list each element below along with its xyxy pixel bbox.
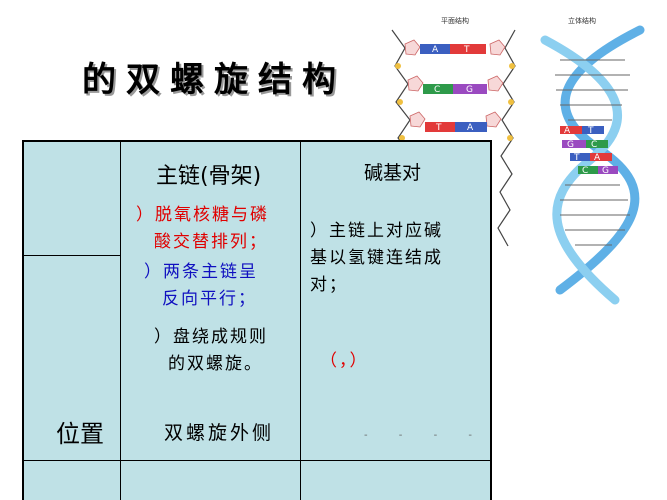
position-main-chain-value: 双螺旋外侧 <box>164 422 275 444</box>
helix-pair2-right: C <box>591 140 597 150</box>
helix-pair1-left: A <box>564 126 571 136</box>
helix-pair2-left: G <box>567 140 574 150</box>
main-chain-point-1-line-1: ）脱氧核糖与磷 <box>136 205 269 225</box>
helix-pair4-right: G <box>602 166 609 176</box>
helix-pair4-left: C <box>582 166 588 176</box>
base-pair-point-2: （，） <box>320 351 369 371</box>
planar-sugars <box>404 39 506 128</box>
main-chain-point-2: ）两条主链呈 反向平行； <box>144 259 258 313</box>
comparison-table: 主链(骨架) 碱基对 ）脱氧核糖与磷 酸交替排列； ）两条主链呈 反向平行； ）… <box>22 140 492 500</box>
main-chain-point-2-line-2: 反向平行； <box>162 289 257 309</box>
planar-phosphates <box>395 63 515 141</box>
position-row-label: 位置 <box>56 420 104 448</box>
main-chain-point-3-line-2: 的双螺旋。 <box>168 354 263 374</box>
pair1-left-label: A <box>432 45 439 55</box>
main-chain-point-3: ）盘绕成规则 的双螺旋。 <box>154 324 268 378</box>
header-base-pairs: 碱基对 <box>364 162 422 184</box>
base-pair-point-1-line-3: 对； <box>310 275 348 295</box>
pair3-left-label: T <box>435 123 442 133</box>
helix-base-pairs: A T G C T A C G <box>560 126 618 176</box>
main-chain-point-2-line-1: ）两条主链呈 <box>144 262 258 282</box>
header-main-chain: 主链(骨架) <box>156 164 262 189</box>
helix-rungs <box>555 59 630 246</box>
position-base-pairs-value: - - - - <box>364 430 486 441</box>
helix-pair3-left: T <box>573 153 580 163</box>
pair2-right-label: G <box>466 85 473 95</box>
pair2-left-label: C <box>434 85 440 95</box>
main-chain-point-1-line-2: 酸交替排列； <box>154 232 268 252</box>
base-pair-point-1-line-2: 基以氢键连结成 <box>310 248 443 268</box>
slide-title: 的双螺旋结构 <box>82 60 346 100</box>
stereo-structure-label: 立体结构 <box>568 17 596 25</box>
planar-base-pair-3: T A <box>425 122 487 133</box>
main-chain-point-3-line-1: ）盘绕成规则 <box>154 327 268 347</box>
main-chain-point-1: ）脱氧核糖与磷 酸交替排列； <box>136 202 269 256</box>
column-divider-2 <box>300 142 301 500</box>
base-pair-point-1-line-1: ）主链上对应碱 <box>310 221 443 241</box>
helix-pair3-right: A <box>594 153 601 163</box>
base-pair-point-1: ）主链上对应碱 基以氢键连结成 对； <box>310 218 443 299</box>
row-divider-position <box>24 460 490 461</box>
planar-base-pair-2: C G <box>423 84 487 95</box>
column-divider-1 <box>120 142 121 500</box>
planar-base-pair-1: A T <box>420 44 486 55</box>
pair3-right-label: A <box>467 123 474 133</box>
planar-structure-label: 平面结构 <box>441 17 469 25</box>
row-divider-left <box>24 255 120 256</box>
helix-pair1-right: T <box>587 126 594 136</box>
pair1-right-label: T <box>463 45 470 55</box>
